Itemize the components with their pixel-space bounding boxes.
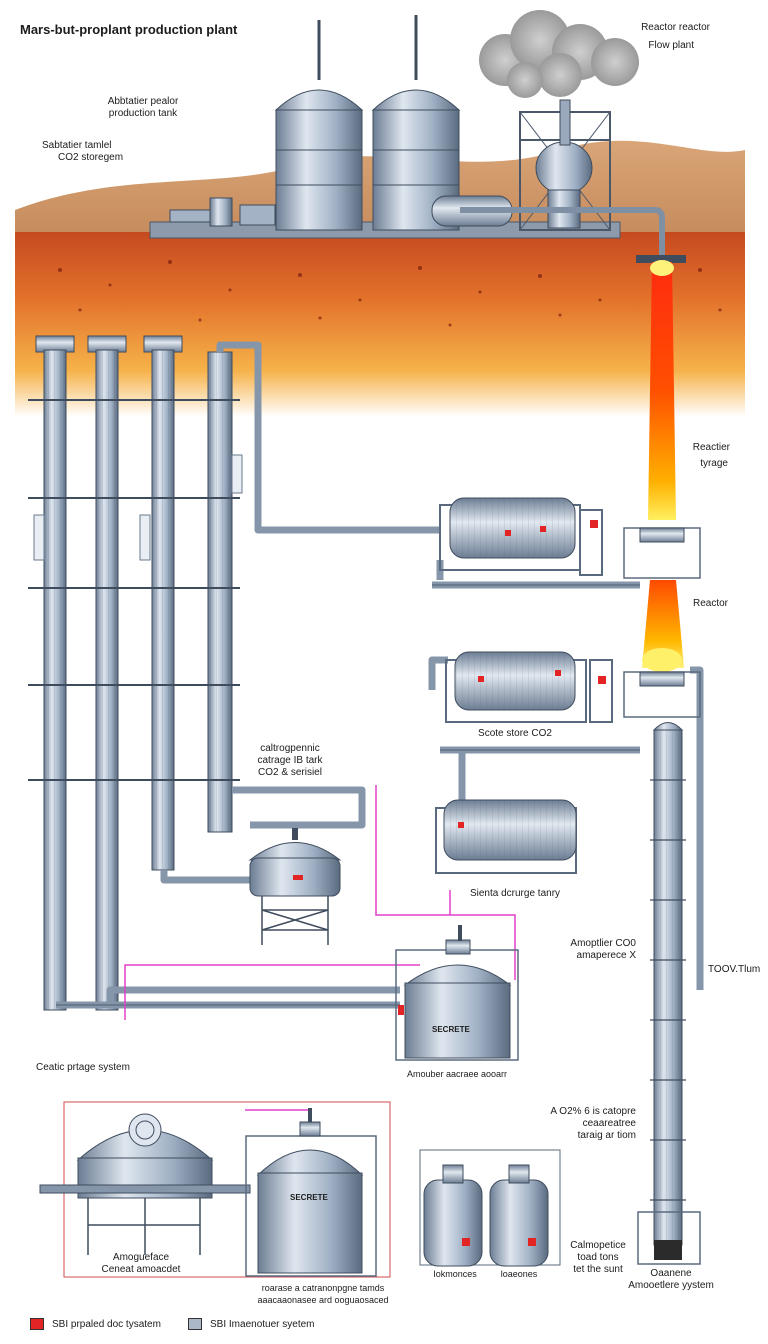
storage-tank-large bbox=[395, 925, 519, 1061]
tank-badge-2: SECRETE bbox=[290, 1193, 328, 1202]
twin-tanks bbox=[419, 1149, 561, 1267]
column-1 bbox=[33, 335, 75, 1011]
legend-label-1: SBI prpaled doc tysatem bbox=[52, 1318, 161, 1330]
label-scote-store: Scote store CO2 bbox=[478, 728, 552, 739]
process-pipes-outline bbox=[56, 584, 640, 1006]
surface-exit-pipe bbox=[460, 207, 665, 258]
label-reactor: Reactor bbox=[692, 598, 728, 609]
label-small-tank-right: loaeones bbox=[500, 1269, 538, 1279]
label-reactor-tyrage-1: Reactier bbox=[692, 442, 730, 453]
column-2 bbox=[87, 335, 127, 1011]
label-calmo-1: Calmopetice bbox=[570, 1240, 626, 1251]
label-production-tank-2: production tank bbox=[108, 108, 178, 119]
magenta-lines bbox=[124, 785, 516, 1111]
label-amophier-2: amaperece X bbox=[576, 950, 636, 961]
flame-column bbox=[642, 260, 684, 672]
legend-swatch-red bbox=[30, 1318, 44, 1330]
ground-strip bbox=[15, 232, 745, 417]
page-title: Mars-but-proplant production plant bbox=[20, 22, 238, 37]
ground-rocks bbox=[58, 260, 722, 327]
legend-item-1: SBI prpaled doc tysatem bbox=[30, 1318, 161, 1330]
column-4 bbox=[207, 351, 243, 833]
label-amouer-tank: Amouber aacraee aooarr bbox=[406, 1069, 508, 1079]
tall-storage-tank bbox=[245, 1108, 377, 1277]
label-cryo-2: catrage IB tark bbox=[257, 755, 323, 766]
tall-columns bbox=[28, 335, 243, 1011]
label-sienta-tank: Sienta dcrurge tanry bbox=[469, 888, 561, 899]
label-cryo-1: caltrogpennic bbox=[260, 743, 320, 754]
label-bottom-center-2: aaacaaonasee ard ooguaosaced bbox=[257, 1295, 389, 1305]
silo-right bbox=[371, 15, 461, 231]
label-calmo-3: tet the sunt bbox=[573, 1264, 623, 1275]
silo-left bbox=[274, 20, 364, 231]
legend-label-2: SBI Imaenotuer syetem bbox=[210, 1318, 315, 1330]
dome-tank bbox=[39, 1113, 251, 1255]
label-atmosphere-1: Oaanene bbox=[650, 1268, 692, 1279]
label-cryo-3: CO2 & serisiel bbox=[258, 767, 322, 778]
small-equipment-left bbox=[169, 197, 276, 227]
tank-badge-1: SECRETE bbox=[432, 1025, 470, 1034]
legend-swatch-steel bbox=[188, 1318, 202, 1330]
label-atmosphere-2: Amooetlere yystem bbox=[628, 1280, 714, 1291]
label-top-right-2: Flow plant bbox=[648, 40, 694, 51]
label-reactor-tyrage-2: tyrage bbox=[700, 458, 728, 469]
label-amophier-1: Amoptlier CO0 bbox=[570, 938, 636, 949]
label-bottom-center-1: roarase a catranonpgne tamds bbox=[261, 1283, 385, 1293]
label-production-tank-1: Abbtatier pealor bbox=[107, 96, 179, 107]
reactor-platform-upper bbox=[623, 527, 701, 579]
legend-item-2: SBI Imaenotuer syetem bbox=[188, 1318, 315, 1330]
label-creatic-system: Ceatic prtage system bbox=[36, 1062, 130, 1073]
label-storage-2: CO2 storegem bbox=[58, 152, 124, 163]
label-a-o2-3: taraig ar tiom bbox=[577, 1130, 636, 1141]
cryogenic-tank bbox=[248, 828, 342, 945]
reactor-column bbox=[637, 722, 701, 1265]
smoke-cloud bbox=[479, 10, 639, 98]
label-a-o2-2: ceaareatree bbox=[582, 1118, 636, 1129]
surface-scene bbox=[15, 10, 745, 417]
label-amog-1: Amogueface bbox=[112, 1252, 170, 1263]
vessel-middle bbox=[445, 651, 613, 723]
label-top-right-1: Reactor reactor bbox=[641, 22, 710, 33]
label-calmo-2: toad tons bbox=[577, 1252, 619, 1263]
vessel-lower bbox=[435, 799, 577, 874]
vessel-upper bbox=[439, 497, 603, 576]
label-amog-2: Ceneat amoacdet bbox=[101, 1264, 181, 1275]
reactor-platform-lower bbox=[623, 671, 701, 718]
label-small-tank-left: Iokmonces bbox=[433, 1269, 477, 1279]
column-3 bbox=[139, 335, 183, 871]
column-braces bbox=[28, 399, 240, 781]
label-a-o2-1: A O2% 6 is catopre bbox=[550, 1106, 636, 1117]
label-storage-1: Sabtatier tamlel bbox=[42, 140, 112, 151]
label-temperature: TOOV.Tlum bbox=[708, 964, 761, 975]
